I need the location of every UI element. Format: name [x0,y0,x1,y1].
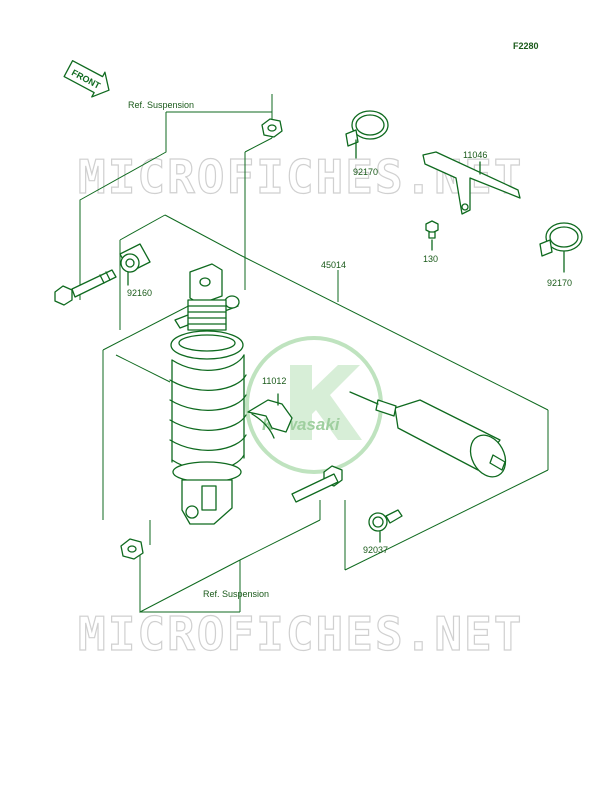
top-nut [261,118,283,138]
watermark-bottom: MICROFICHES.NET [78,607,523,661]
collar-92160 [119,243,151,286]
assembly-frame [102,214,549,571]
part-label-130: 130 [423,254,438,264]
band-92170-top [345,110,389,159]
part-label-92037: 92037 [363,545,388,555]
ref-suspension-top-label: Ref. Suspension [128,100,194,110]
part-label-92160: 92160 [127,288,152,298]
bottom-nut [120,538,144,560]
ref-suspension-bottom-bracket [139,500,321,613]
mount-bolt [54,269,117,306]
part-label-11046: 11046 [463,150,487,160]
ref-suspension-top-bracket [79,94,273,300]
part-label-92170-right: 92170 [547,278,572,288]
bolt-130 [425,220,439,251]
front-arrow-icon: FRONT [63,60,110,98]
part-label-92170-top: 92170 [353,167,378,177]
reservoir [349,391,507,478]
part-label-45014: 45014 [321,260,346,270]
part-label-11012: 11012 [262,376,286,386]
clip-92037 [368,509,403,543]
bracket-11046 [422,151,521,215]
lower-bolt [291,465,343,503]
diagram-code: F2280 [513,41,539,51]
clamp-11012 [247,393,293,439]
ref-suspension-bottom-label: Ref. Suspension [203,589,269,599]
band-92170-right [539,222,583,273]
shock-absorber [169,263,247,525]
